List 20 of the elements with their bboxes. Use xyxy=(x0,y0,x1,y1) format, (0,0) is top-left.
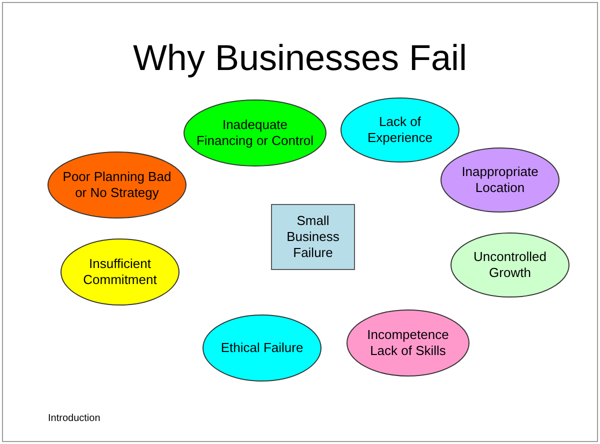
oval-shape xyxy=(440,147,560,213)
node-label: Inadequate Financing or Control xyxy=(195,117,315,149)
node-label: Incompetence Lack of Skills xyxy=(366,327,450,359)
oval-shape xyxy=(60,238,180,306)
node-label: Uncontrolled Growth xyxy=(472,249,548,281)
node-label: Ethical Failure xyxy=(220,340,304,356)
oval-shape xyxy=(450,232,570,298)
oval-shape xyxy=(202,314,322,382)
process-box xyxy=(271,204,355,270)
footer-text: Introduction xyxy=(48,413,100,424)
oval-shape xyxy=(47,151,187,219)
node-label: Small Business Failure xyxy=(286,213,340,261)
node-label: Insufficient Commitment xyxy=(82,256,158,288)
oval-shape xyxy=(340,97,460,163)
node-label: Poor Planning Bad or No Strategy xyxy=(62,169,172,201)
node-label: Lack of Experience xyxy=(366,114,434,146)
oval-shape xyxy=(346,309,470,377)
node-label: Inappropriate Location xyxy=(460,164,540,196)
slide-title: Why Businesses Fail xyxy=(132,36,468,80)
oval-shape xyxy=(183,99,327,167)
